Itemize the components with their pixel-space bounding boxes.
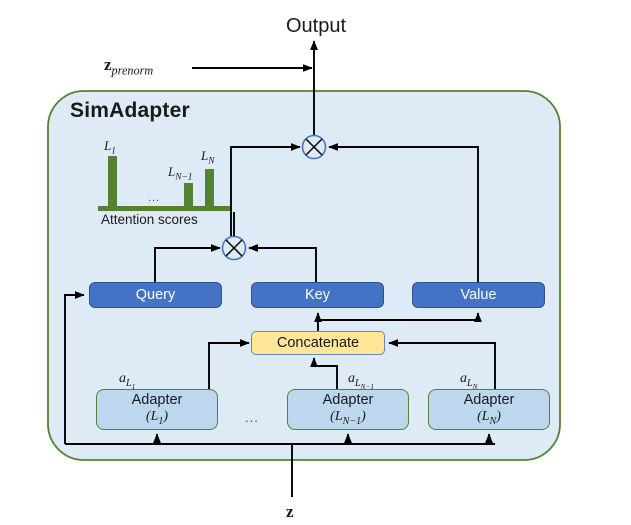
adapter-L1-to-concat [208,339,250,389]
coefficient-label-LN: aLN [460,371,478,391]
output-label: Output [286,15,347,37]
key-to-multiply [248,244,317,282]
bar-label-L1: L1 [104,138,116,157]
concatenate-block[interactable]: Concatenate [251,331,385,355]
attention-bar-LN-1 [184,183,193,207]
adapter-block-L1[interactable]: Adapter (L1) [96,389,218,430]
concatenate-label: Concatenate [276,335,360,351]
attention-bars [98,156,230,211]
multiply-top-operator [301,134,327,160]
bar-label-LN: LN [201,148,215,167]
adapter-block-LN-1[interactable]: Adapter (LN−1) [287,389,409,430]
multiply-attention-operator [221,235,247,261]
adapter-layer-LN-1: (LN−1) [330,408,366,427]
value-block[interactable]: Value [412,282,545,308]
zprenorm-base: z [104,55,112,74]
simadapter-panel [47,90,561,461]
value-to-multiply-top [328,143,479,282]
attnscore-to-multiply-top [230,143,301,209]
value-label: Value [460,287,497,303]
attention-bar-LN [205,169,214,207]
adapter-LN-to-concat [388,339,496,389]
adapter-name-LN: Adapter [463,391,515,408]
adapter-name-L1: Adapter [131,391,183,408]
coefficient-label-L1: aL1 [119,371,136,391]
bar-label-LN-1: LN−1 [168,164,193,183]
bar-ellipsis: ... [148,192,161,204]
query-block[interactable]: Query [89,282,222,308]
adapter-layer-LN: (LN) [477,408,501,427]
adapter-name-LN-1: Adapter [322,391,374,408]
query-to-multiply [154,244,221,282]
attention-baseline [98,206,230,211]
adapter-LN1-to-concat [310,357,338,389]
page-title: SimAdapter [70,99,190,122]
attention-bar-L1 [108,156,117,207]
adapter-ellipsis: ... [245,410,259,425]
adapter-layer-L1: (L1) [145,408,169,427]
coefficient-label-LN-1: aLN−1 [348,371,374,391]
zprenorm-sub: prenorm [111,63,154,78]
attention-scores-caption: Attention scores [101,212,198,227]
key-label: Key [305,287,330,303]
zprenorm-label: zprenorm [104,56,153,77]
query-label: Query [135,287,176,303]
input-z-label: z [286,502,294,521]
key-block[interactable]: Key [251,282,384,308]
bus-to-query [64,291,85,444]
adapter-block-LN[interactable]: Adapter (LN) [428,389,550,430]
